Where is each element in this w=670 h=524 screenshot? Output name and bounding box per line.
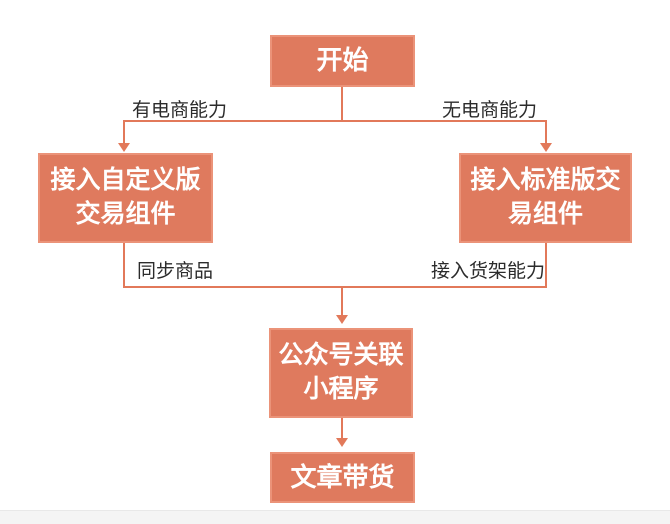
connector-merge-line	[123, 286, 547, 288]
edge-label-has-ecommerce: 有电商能力	[132, 100, 228, 121]
edge-label-shelf-capability: 接入货架能力	[430, 261, 545, 282]
edge-label-sync-goods: 同步商品	[137, 261, 214, 282]
connector-top-branch-line	[123, 120, 547, 122]
connector-start-down-line	[341, 87, 343, 121]
arrow-down-icon	[336, 438, 348, 447]
node-start: 开始	[270, 35, 415, 87]
node-standard-trade-component: 接入标准版交 易组件	[459, 153, 632, 243]
connector-right-branch-line	[545, 120, 547, 144]
connector-merge-down-line	[341, 286, 343, 316]
arrow-down-icon	[336, 315, 348, 324]
connector-left-branch-line	[123, 120, 125, 144]
connector-mp-to-article-line	[341, 418, 343, 439]
arrow-down-icon	[540, 143, 552, 152]
edge-label-no-ecommerce: 无电商能力	[441, 100, 537, 121]
node-mp-association: 公众号关联 小程序	[269, 328, 413, 418]
page-bottom-strip	[0, 510, 670, 524]
node-article-selling: 文章带货	[270, 452, 415, 503]
arrow-down-icon	[118, 143, 130, 152]
connector-right-merge-line	[545, 243, 547, 288]
node-custom-trade-component: 接入自定义版 交易组件	[38, 153, 213, 243]
connector-left-merge-line	[123, 243, 125, 288]
